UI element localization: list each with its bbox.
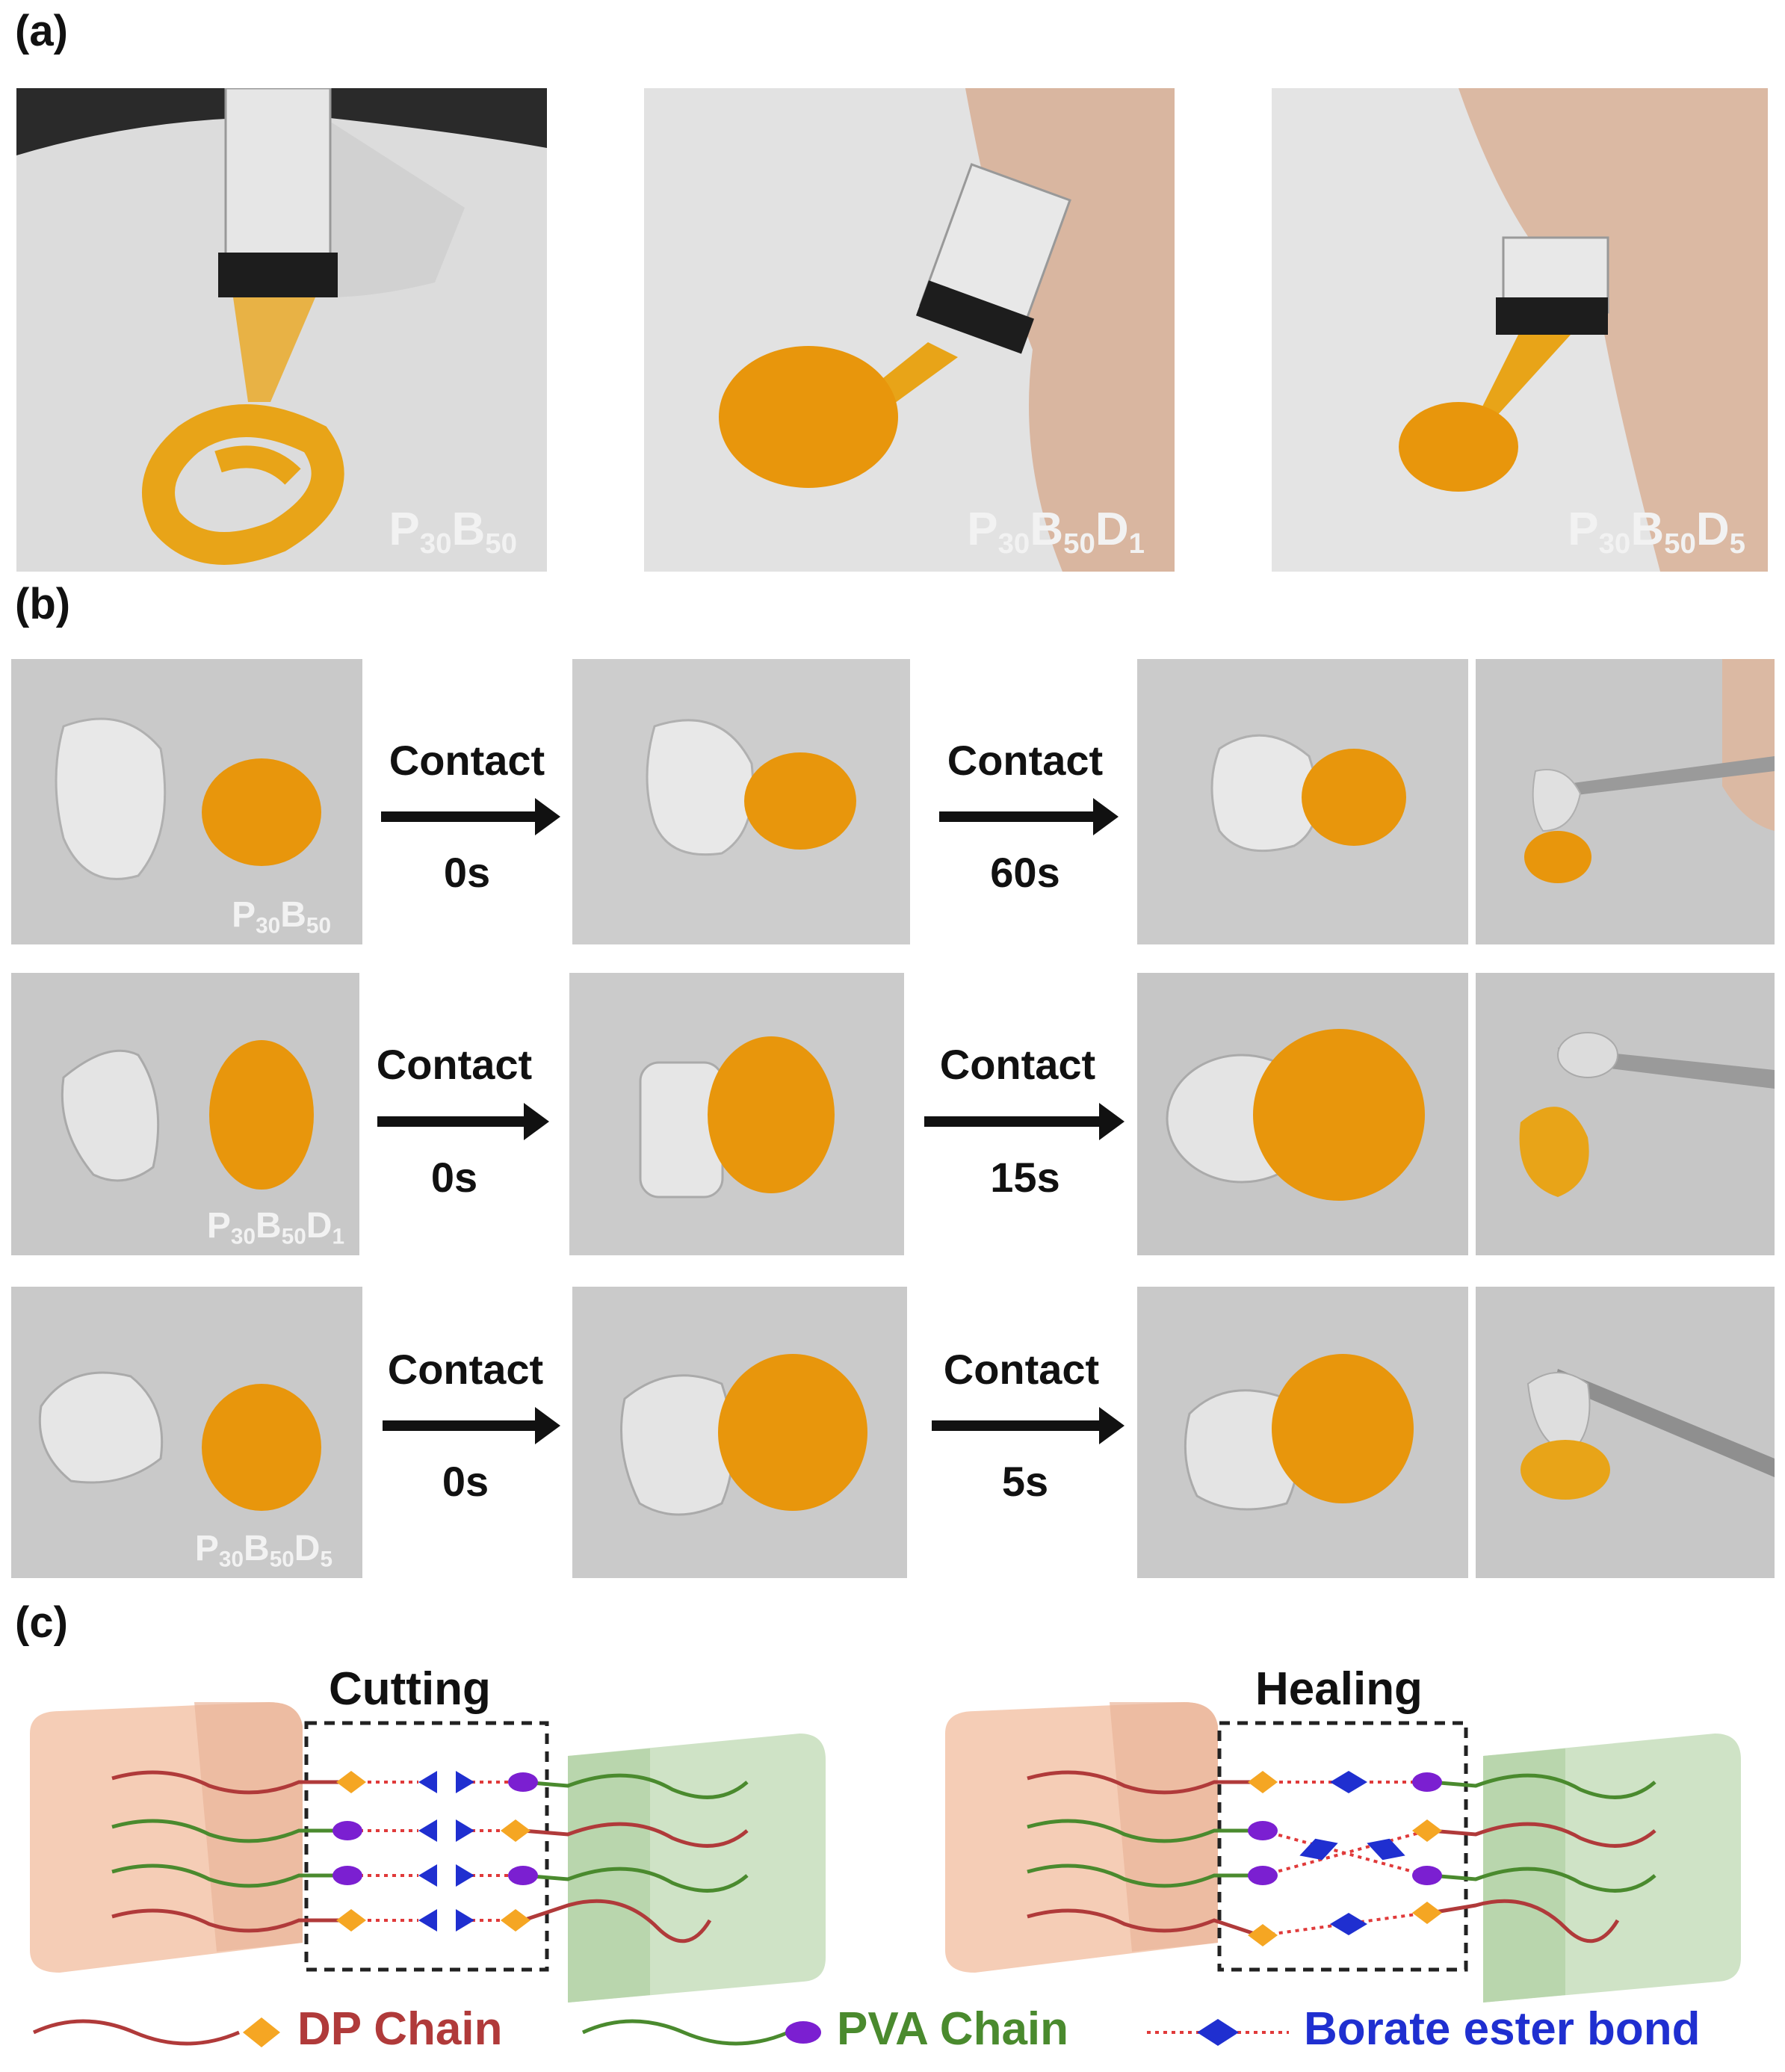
borate-ester-legend-label: Borate ester bond [1304,2003,1701,2055]
pva-gel-block-right [568,1734,826,2003]
arrow-icon [939,798,1119,835]
time-label-r1a: 0s [443,849,491,896]
gel-photo-r3-contact [572,1287,907,1578]
sample-label-a3: P30B50D5 [1568,504,1745,560]
panel-label-b: (b) [15,580,71,628]
healing-title: Healing [1255,1663,1423,1715]
time-label-r1b: 60s [990,849,1060,896]
contact-label-r1b: Contact [947,737,1104,784]
pva-chain-legend-label: PVA Chain [837,2003,1069,2055]
gel-photo-r2-before: P30B50D1 [11,973,359,1255]
pva-gel-block-right-healing [1483,1734,1741,2003]
arrow-icon [381,798,560,835]
gel-photo-r3-healed [1137,1287,1468,1578]
gel-photo-r1-healed [1137,659,1468,944]
gel-photo-r3-before: P30B50D5 [11,1287,362,1578]
arrow-icon [932,1407,1124,1444]
dp-gel-block-left-healing [945,1702,1218,1973]
dp-chain-legend-icon [32,2017,280,2047]
contact-label-r3b: Contact [943,1346,1100,1393]
arrow-icon [377,1103,549,1140]
gel-photo-r3-lift [1476,1287,1775,1578]
borate-ester-legend-icon [1147,2019,1289,2046]
gel-photo-r1-lift [1476,659,1775,944]
time-label-r2b: 15s [990,1154,1060,1201]
pva-chain-legend-icon [581,2019,821,2046]
gel-photo-r2-contact [569,973,904,1255]
contact-label-r3a: Contact [387,1346,544,1393]
arrow-icon [383,1407,560,1444]
contact-label-r1a: Contact [389,737,545,784]
gel-photo-r1-contact [572,659,910,944]
sample-label-a1: P30B50 [389,504,517,560]
time-label-r3b: 5s [1001,1458,1049,1505]
syringe-photo-3: P30B50D5 [1272,88,1768,572]
panel-label-c: (c) [15,1598,68,1647]
sample-label-a2: P30B50D1 [967,504,1145,560]
sample-label-b2: P30B50D1 [206,1205,344,1249]
cutting-title: Cutting [329,1663,491,1715]
self-healing-schematic [30,1702,1741,2003]
dp-gel-block-left [30,1702,303,1973]
contact-label-r2a: Contact [376,1041,533,1088]
time-label-r2a: 0s [430,1154,478,1201]
gel-photo-r2-lift [1476,973,1775,1255]
syringe-photo-2: P30B50D1 [644,88,1175,572]
time-label-r3a: 0s [442,1458,489,1505]
sample-label-b1: P30B50 [232,894,331,938]
syringe-photo-1: P30B50 [16,88,547,572]
arrow-icon [924,1103,1124,1140]
contact-label-r2b: Contact [939,1041,1096,1088]
dp-chain-legend-label: DP Chain [297,2003,503,2055]
gel-photo-r2-healed [1137,973,1468,1255]
gel-photo-r1-before: P30B50 [11,659,362,944]
panel-label-a: (a) [15,7,68,55]
sample-label-b3: P30B50D5 [194,1528,332,1571]
